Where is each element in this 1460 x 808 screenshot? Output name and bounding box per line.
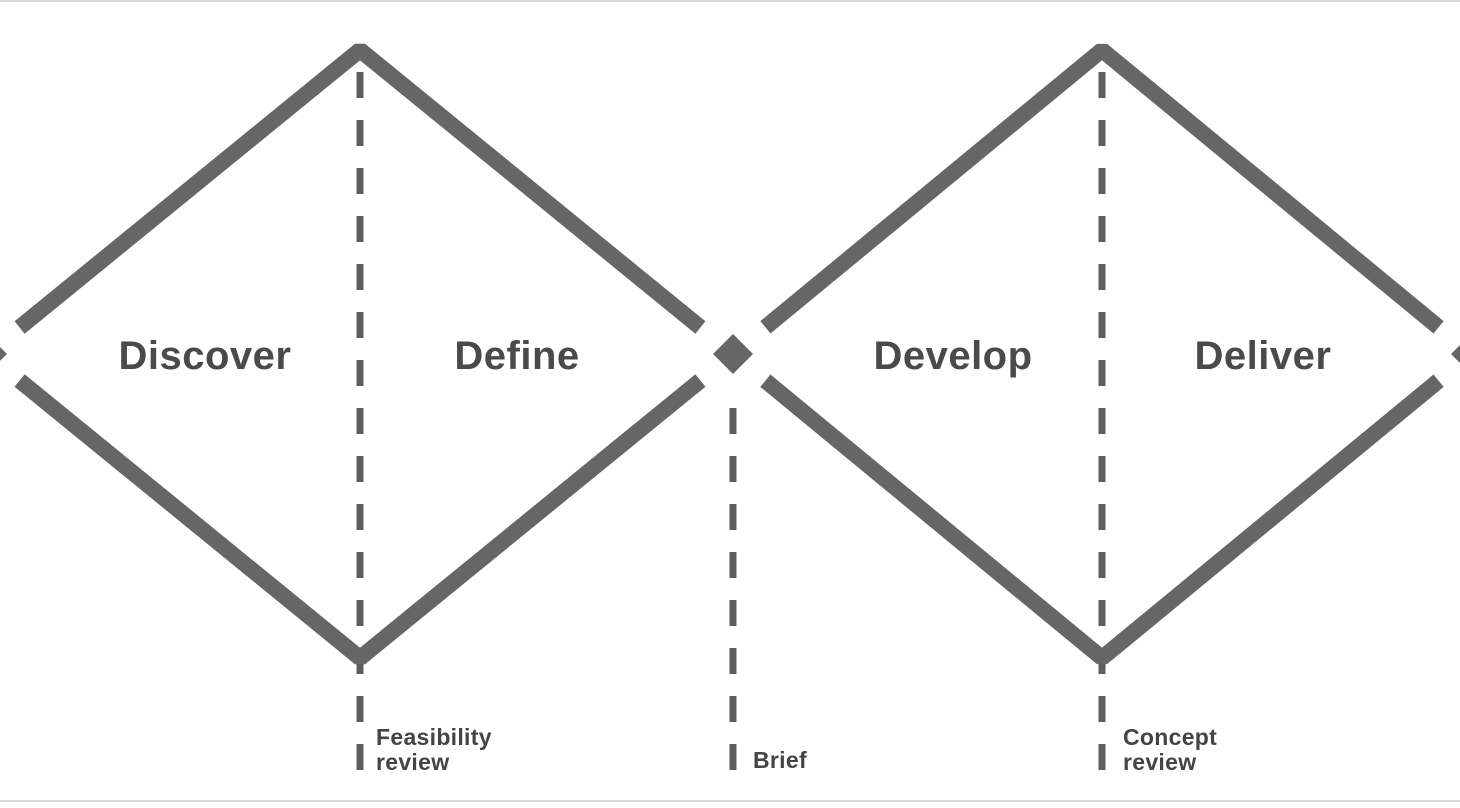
gate-label-concept-review: Concept review	[1123, 724, 1217, 775]
gate-label-line1: Concept	[1123, 724, 1217, 750]
diamond-right-lower-edge	[760, 374, 1444, 665]
gate-label-line1: Feasibility	[376, 724, 492, 750]
diamond-left-lower-edge	[14, 374, 706, 665]
diamond-develop-deliver	[760, 43, 1444, 665]
phase-label-develop: Develop	[873, 334, 1032, 378]
phase-label-deliver: Deliver	[1195, 334, 1332, 378]
gate-label-brief: Brief	[753, 747, 807, 773]
end-diamond-node	[1451, 345, 1460, 363]
mid-diamond-node	[713, 334, 753, 374]
gate-label-line2: review	[376, 749, 449, 775]
gate-label-line2: review	[1123, 749, 1196, 775]
top-border-rule	[0, 0, 1460, 2]
gate-label-feasibility-review: Feasibility review	[376, 724, 492, 775]
bottom-border-rule	[0, 800, 1460, 802]
phase-label-discover: Discover	[119, 334, 292, 378]
start-diamond-node	[0, 347, 7, 361]
gate-label-line1: Brief	[753, 747, 807, 773]
diamond-discover-define	[14, 43, 706, 665]
phase-label-define: Define	[454, 334, 579, 378]
diamond-right-upper-edge	[760, 43, 1444, 334]
diamond-left-upper-edge	[14, 43, 706, 334]
